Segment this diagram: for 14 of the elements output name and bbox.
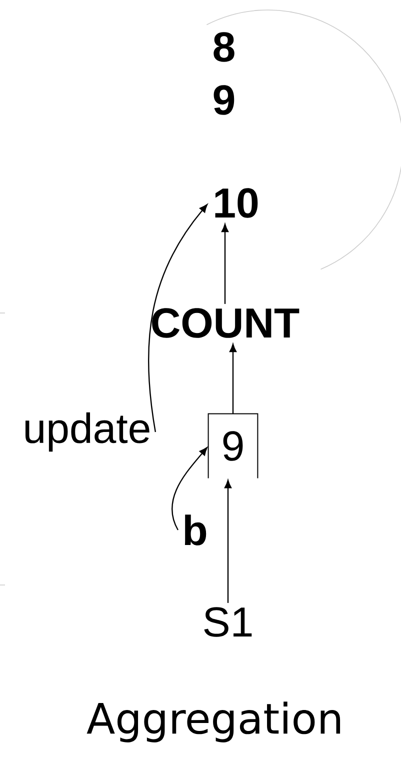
stream-label: S1	[204, 607, 252, 637]
number-label: 8	[214, 32, 234, 62]
state-box: 9	[208, 413, 258, 479]
tuple-label: b	[184, 514, 206, 546]
caption: Aggregation	[86, 702, 340, 742]
number-label: 10	[215, 188, 258, 218]
arrow	[172, 447, 208, 530]
arrow	[224, 480, 232, 603]
arrow	[148, 204, 208, 432]
operator-label: COUNT	[152, 308, 300, 338]
update-label: update	[26, 412, 150, 452]
arrow	[221, 224, 229, 304]
number-label: 9	[214, 85, 234, 115]
arrow	[229, 344, 237, 414]
